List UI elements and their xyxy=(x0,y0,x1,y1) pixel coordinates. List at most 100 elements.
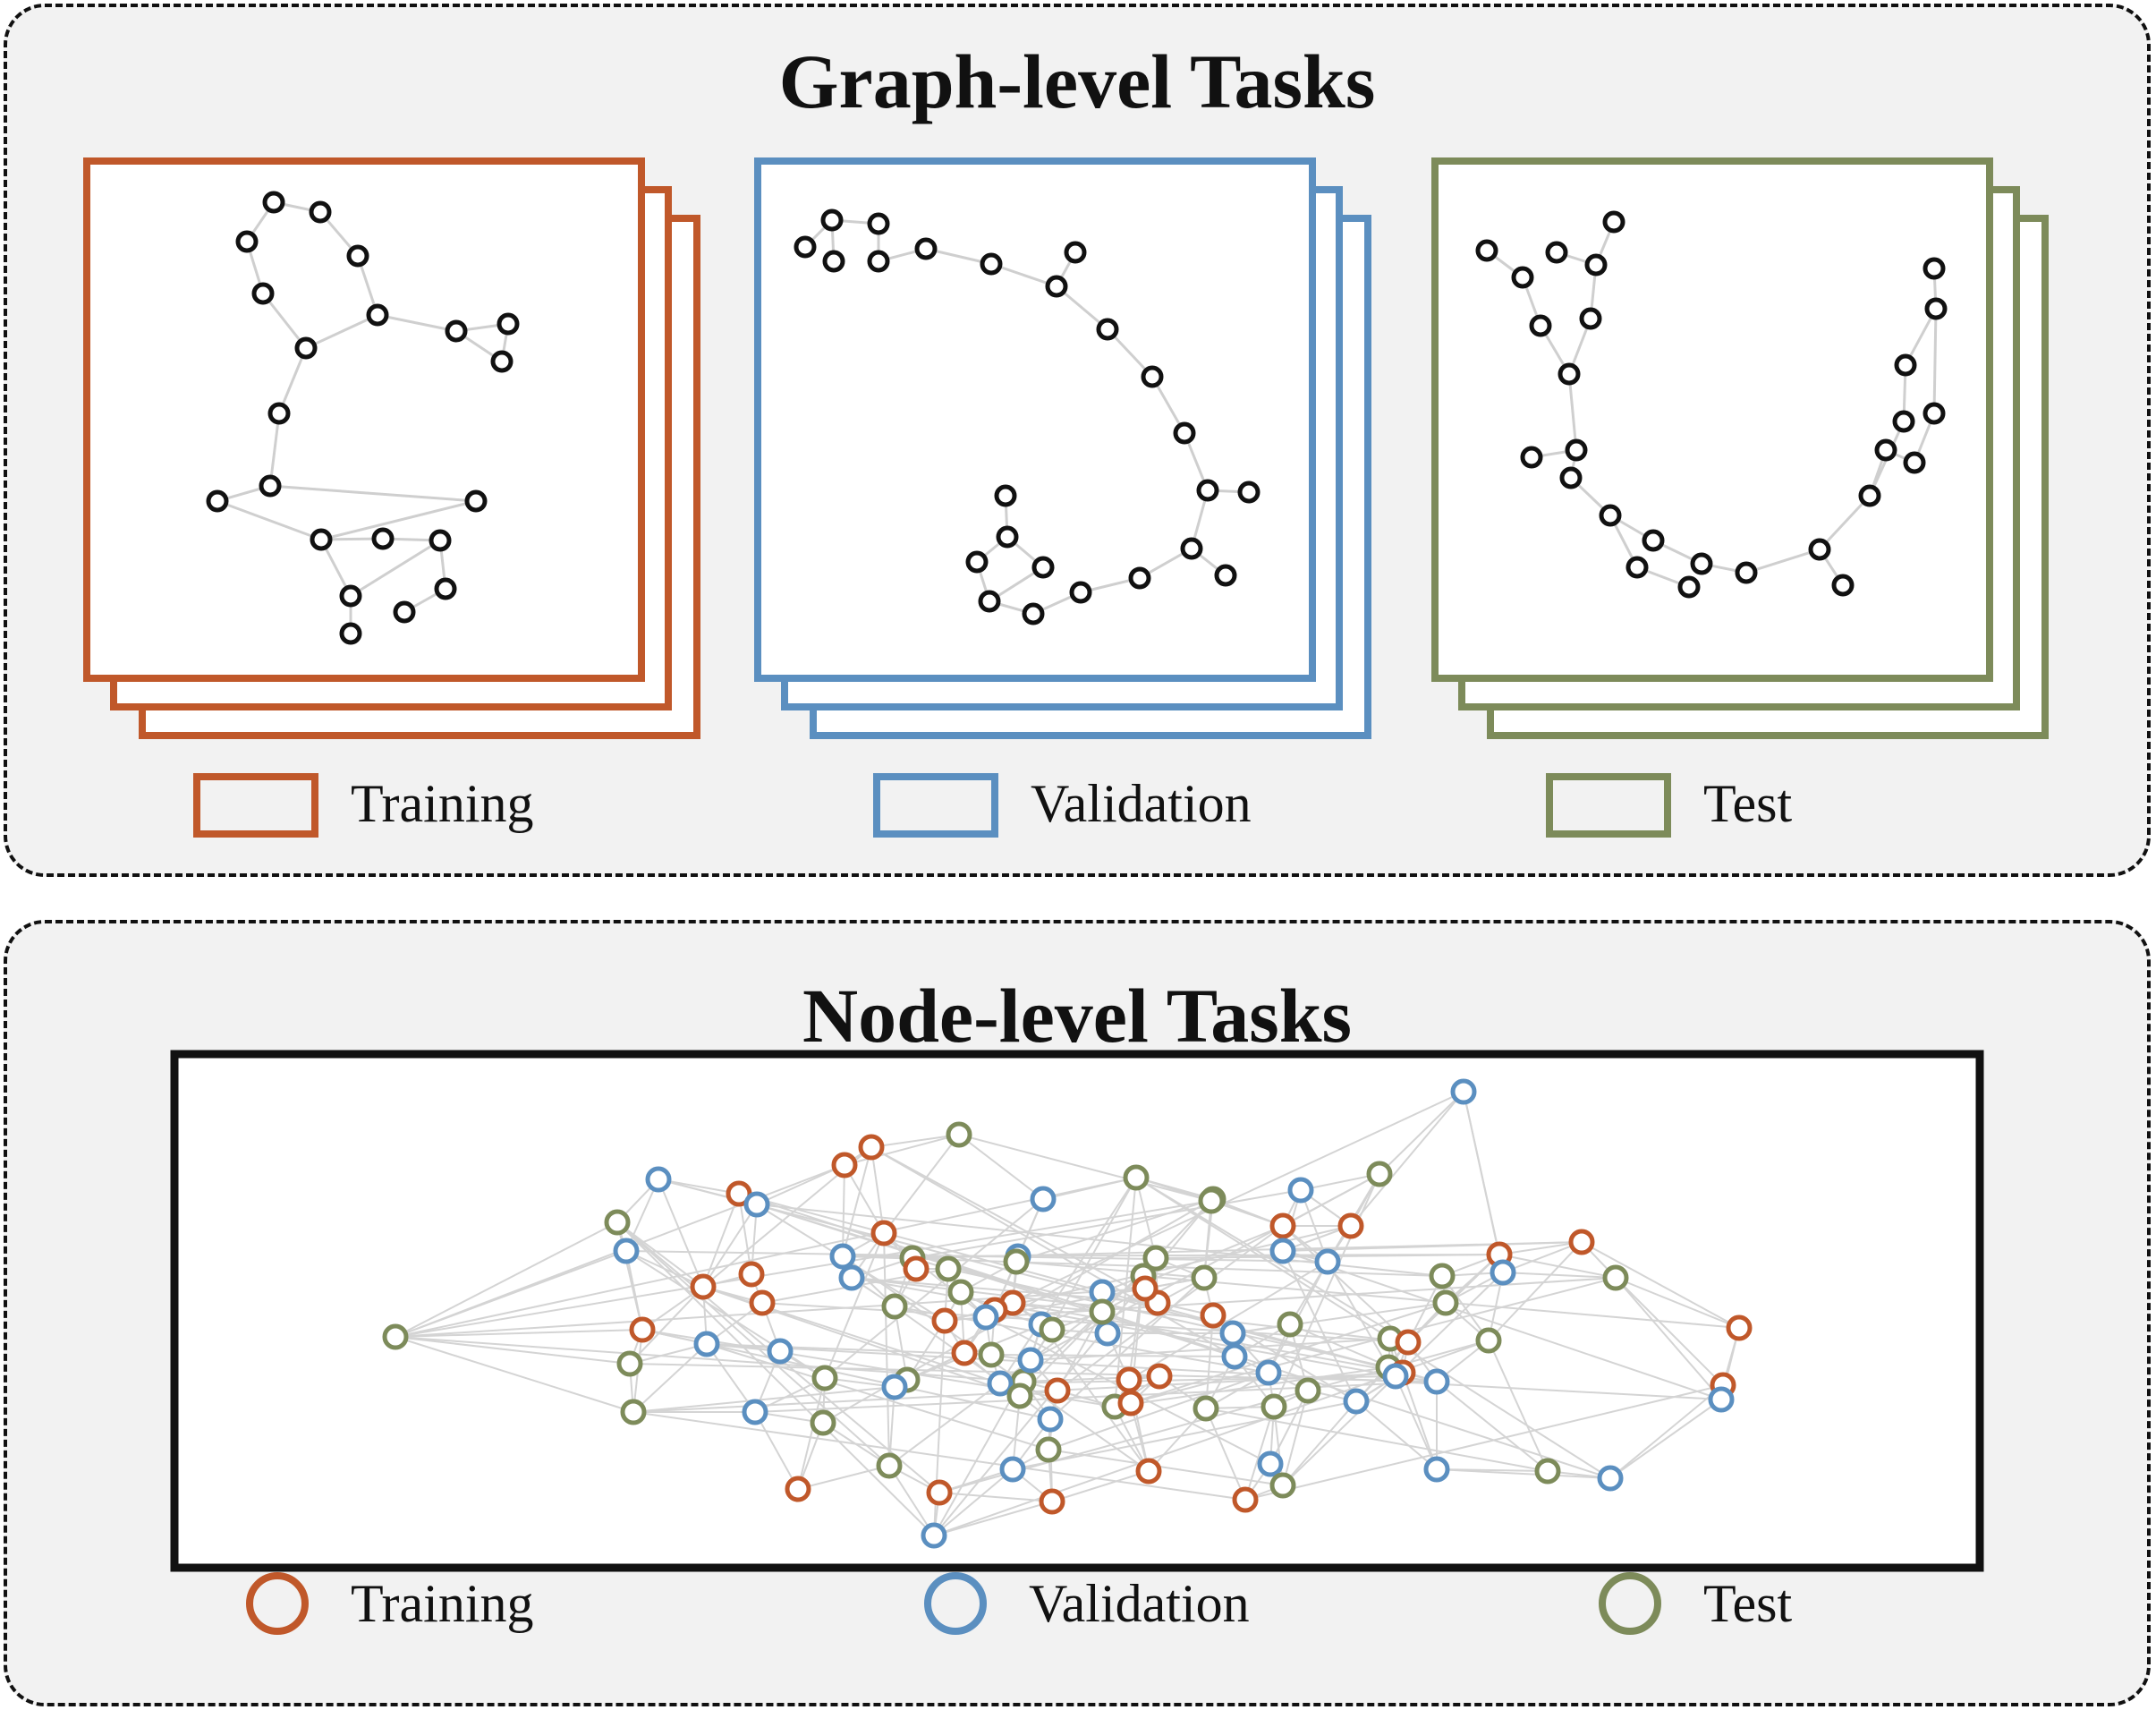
node-edge xyxy=(625,1178,659,1252)
node-test xyxy=(811,1365,838,1391)
node-training xyxy=(738,1261,765,1288)
node-edge xyxy=(754,1411,799,1490)
node-edge xyxy=(625,1250,1328,1263)
graph-node xyxy=(978,590,1001,613)
graph-node xyxy=(339,622,362,645)
node-validation xyxy=(1017,1347,1044,1374)
node-edge xyxy=(1148,1408,1207,1472)
node-training xyxy=(1132,1275,1159,1302)
graph-node xyxy=(1022,602,1045,625)
legend-swatch xyxy=(1546,773,1671,838)
graph-node xyxy=(310,528,333,551)
graph-node xyxy=(1677,575,1701,599)
node-validation xyxy=(1423,1456,1450,1483)
node-test xyxy=(935,1255,962,1282)
node-test xyxy=(881,1293,908,1320)
node-edge xyxy=(1379,1091,1464,1175)
node-vertices xyxy=(382,1078,1753,1549)
node-edge xyxy=(1135,1177,1611,1479)
node-test xyxy=(1006,1382,1033,1409)
node-training xyxy=(1116,1366,1142,1393)
node-edge xyxy=(1282,1225,1409,1343)
node-test xyxy=(876,1452,903,1479)
node-edge xyxy=(706,1343,1722,1400)
node-test xyxy=(1277,1311,1303,1338)
node-edge xyxy=(629,1343,708,1365)
graph-node xyxy=(1690,552,1713,575)
graph-node xyxy=(1128,566,1151,590)
node-test xyxy=(620,1399,647,1425)
legend-label: Test xyxy=(1703,774,1792,833)
node-test xyxy=(1432,1289,1459,1316)
graph-card xyxy=(754,157,1316,682)
node-edge xyxy=(1609,1399,1722,1479)
node-validation xyxy=(1423,1368,1450,1395)
graph-node xyxy=(497,312,520,336)
node-edge xyxy=(999,1177,1137,1384)
node-edge xyxy=(844,1134,960,1166)
node-validation xyxy=(1094,1320,1121,1347)
node-edge xyxy=(1269,1390,1309,1465)
graph-node xyxy=(1923,257,1946,280)
node-test xyxy=(1429,1263,1456,1289)
node-validation xyxy=(1597,1465,1624,1492)
graph-node xyxy=(1625,556,1649,579)
node-edge xyxy=(870,1146,1235,1357)
node-validation xyxy=(767,1338,794,1365)
node-edge xyxy=(824,1198,1044,1379)
graph-node xyxy=(1559,466,1583,489)
graph-node xyxy=(1180,537,1203,560)
node-edge xyxy=(1205,1408,1246,1501)
node-training xyxy=(1117,1390,1144,1416)
node-validation xyxy=(972,1304,999,1331)
node-edge xyxy=(1498,1241,1583,1255)
node-test xyxy=(1003,1248,1030,1275)
graph-node xyxy=(339,584,362,608)
node-test xyxy=(1123,1164,1150,1191)
graph-stacks xyxy=(83,157,2049,739)
node-validation xyxy=(921,1522,947,1549)
graph-instance-test xyxy=(1475,210,1948,599)
legend-label: Validation xyxy=(1029,1574,1250,1633)
node-edge xyxy=(1327,1261,1389,1368)
legend-marker xyxy=(1599,1572,1661,1635)
graph-edge xyxy=(350,539,441,598)
node-validation xyxy=(881,1374,908,1400)
node-edge xyxy=(1350,1091,1464,1227)
node-test xyxy=(1534,1458,1561,1485)
graph-node xyxy=(1892,410,1915,433)
node-training xyxy=(690,1273,717,1300)
node-edge xyxy=(1300,1173,1380,1191)
graph-node xyxy=(994,484,1017,507)
node-training xyxy=(1395,1329,1422,1356)
node-edge xyxy=(1609,1384,1724,1479)
graph-node xyxy=(371,527,395,550)
node-training xyxy=(785,1476,811,1502)
node-validation xyxy=(829,1243,856,1270)
node-test xyxy=(1475,1327,1502,1354)
graph-node xyxy=(1642,529,1665,552)
node-training xyxy=(831,1152,858,1178)
node-edge xyxy=(1615,1277,1722,1400)
node-edge xyxy=(1048,1372,1269,1451)
node-validation xyxy=(1382,1363,1409,1390)
node-test xyxy=(616,1350,643,1377)
legend-marker xyxy=(246,1572,309,1635)
node-test xyxy=(1035,1436,1062,1463)
node-edge xyxy=(1114,1177,1137,1408)
graph-node xyxy=(1141,365,1164,388)
node-test xyxy=(1193,1395,1219,1422)
node-edge xyxy=(1232,1302,1447,1334)
node-edge xyxy=(958,1134,1044,1200)
graph-stack-test xyxy=(1431,157,2049,739)
graph-node xyxy=(1173,421,1196,445)
graph-edge xyxy=(1932,308,1938,414)
node-validation xyxy=(1221,1343,1248,1370)
legend-label: Validation xyxy=(1031,774,1252,833)
node-edge xyxy=(1012,1400,1357,1470)
graph-node xyxy=(206,489,229,513)
graph-node xyxy=(1924,297,1948,320)
node-validation xyxy=(1708,1386,1735,1413)
node-validation xyxy=(613,1238,640,1264)
